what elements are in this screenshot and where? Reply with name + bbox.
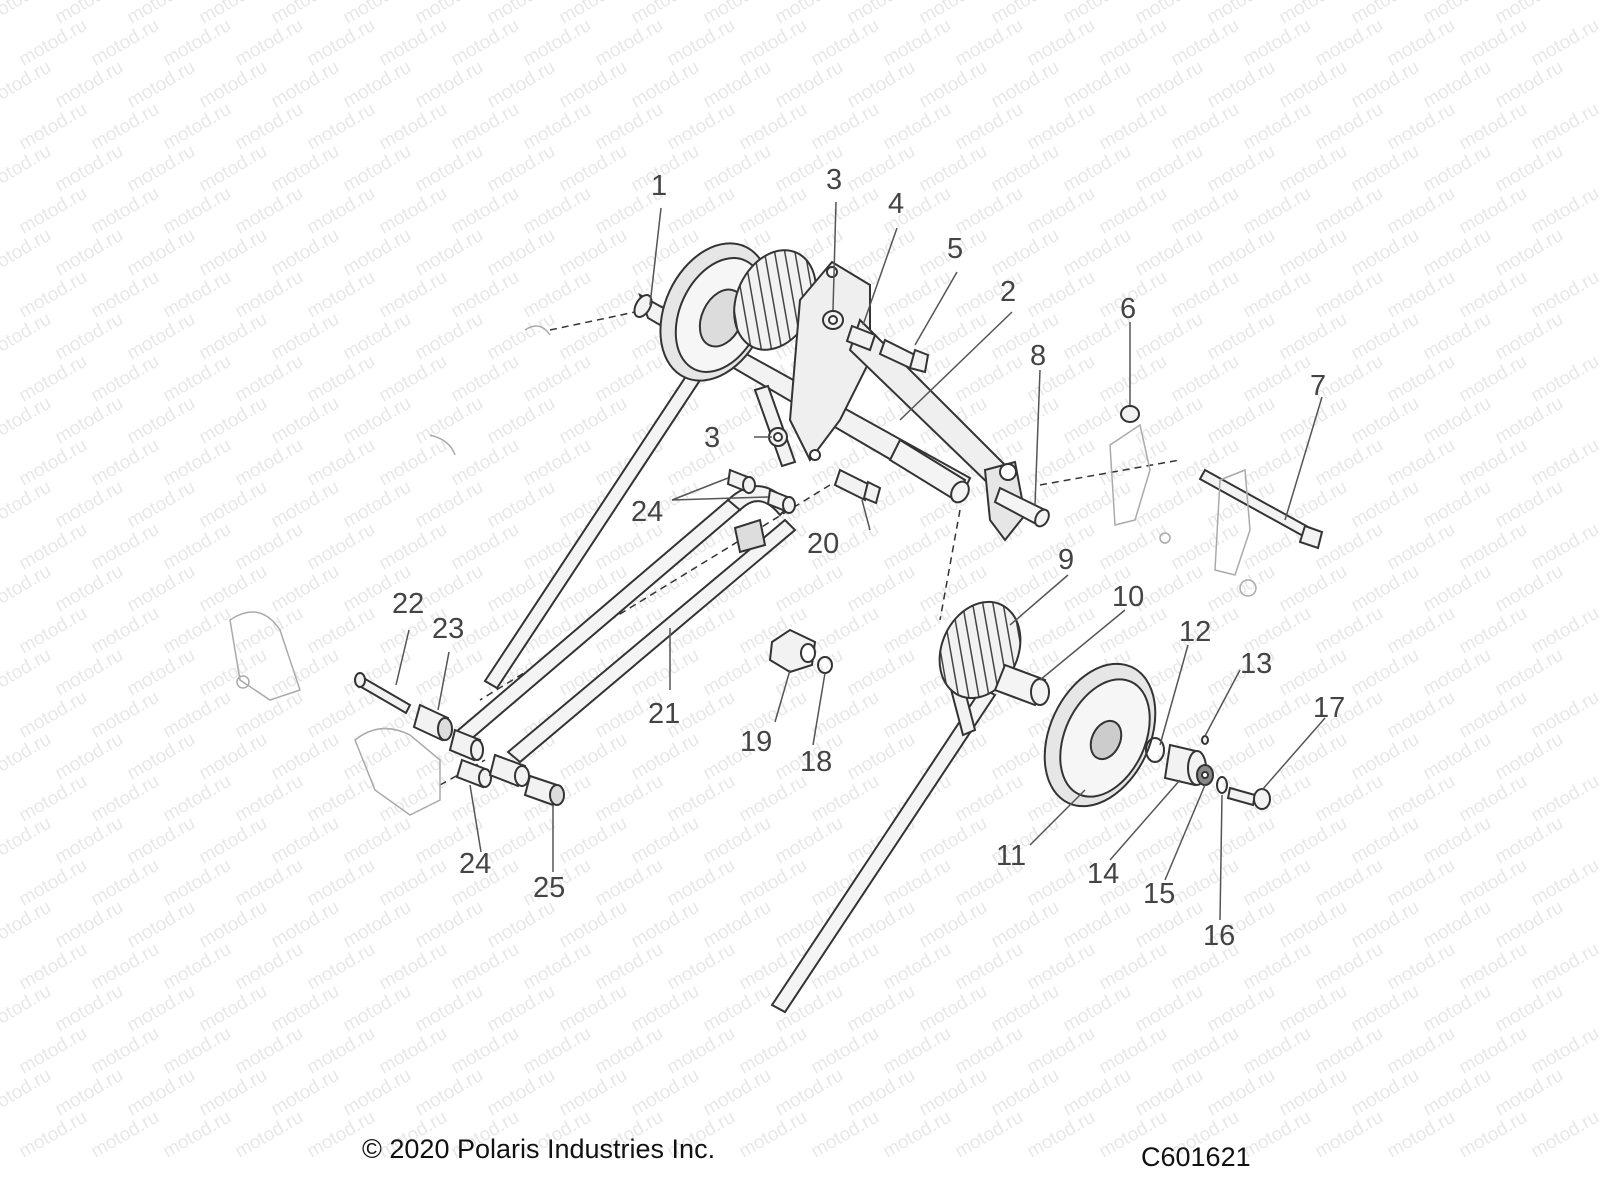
long-bolt bbox=[1198, 468, 1324, 550]
callout-number: 20 bbox=[807, 528, 840, 560]
figure-code: C601621 bbox=[1141, 1142, 1251, 1172]
callout-number: 12 bbox=[1179, 616, 1212, 648]
callout-number: 1 bbox=[651, 170, 668, 202]
callout-number: 17 bbox=[1313, 692, 1346, 724]
torsion-spring-upper bbox=[733, 249, 817, 468]
hardware-upper bbox=[768, 310, 1140, 505]
mounting-bracket bbox=[788, 260, 1027, 542]
slider-block bbox=[768, 628, 833, 674]
idler-wheel-lower bbox=[1043, 662, 1157, 808]
callout-number: 6 bbox=[1120, 293, 1137, 325]
callout-number: 5 bbox=[947, 233, 964, 265]
callout-number: 7 bbox=[1310, 370, 1327, 402]
torsion-spring-lower bbox=[938, 600, 1022, 737]
callout-leaders bbox=[395, 201, 1326, 921]
ghost-brackets bbox=[229, 325, 1257, 816]
torsion-rod-lower bbox=[770, 686, 997, 1014]
callout-number: 11 bbox=[996, 840, 1027, 872]
callout-number: 3 bbox=[704, 422, 721, 454]
callout-number: 21 bbox=[648, 698, 681, 730]
hardware-lower-right bbox=[1145, 735, 1271, 810]
torsion-rod-upper bbox=[483, 353, 714, 690]
callout-number: 4 bbox=[888, 188, 905, 220]
callout-number: 14 bbox=[1087, 858, 1120, 890]
callout-number: 18 bbox=[800, 746, 833, 778]
callout-number: 22 bbox=[392, 588, 425, 620]
lower-shaft-stub bbox=[993, 663, 1050, 707]
bushings-upper bbox=[726, 468, 796, 514]
callout-number: 19 bbox=[740, 726, 773, 758]
callout-number: 23 bbox=[432, 613, 465, 645]
callout-number: 24 bbox=[459, 848, 492, 880]
callout-number: 24 bbox=[631, 496, 664, 528]
callout-number: 8 bbox=[1030, 340, 1047, 372]
callout-number: 9 bbox=[1058, 544, 1075, 576]
callout-number: 25 bbox=[533, 872, 566, 904]
callout-number: 16 bbox=[1203, 920, 1236, 952]
front-arm bbox=[454, 485, 797, 764]
callout-number: 3 bbox=[826, 164, 843, 196]
callout-number: 10 bbox=[1112, 581, 1145, 613]
shaft-tubes bbox=[888, 438, 1050, 528]
copyright-text: © 2020 Polaris Industries Inc. bbox=[362, 1134, 716, 1164]
callout-number: 15 bbox=[1143, 878, 1176, 910]
callout-number: 2 bbox=[1000, 276, 1017, 308]
callout-number: 13 bbox=[1240, 648, 1273, 680]
